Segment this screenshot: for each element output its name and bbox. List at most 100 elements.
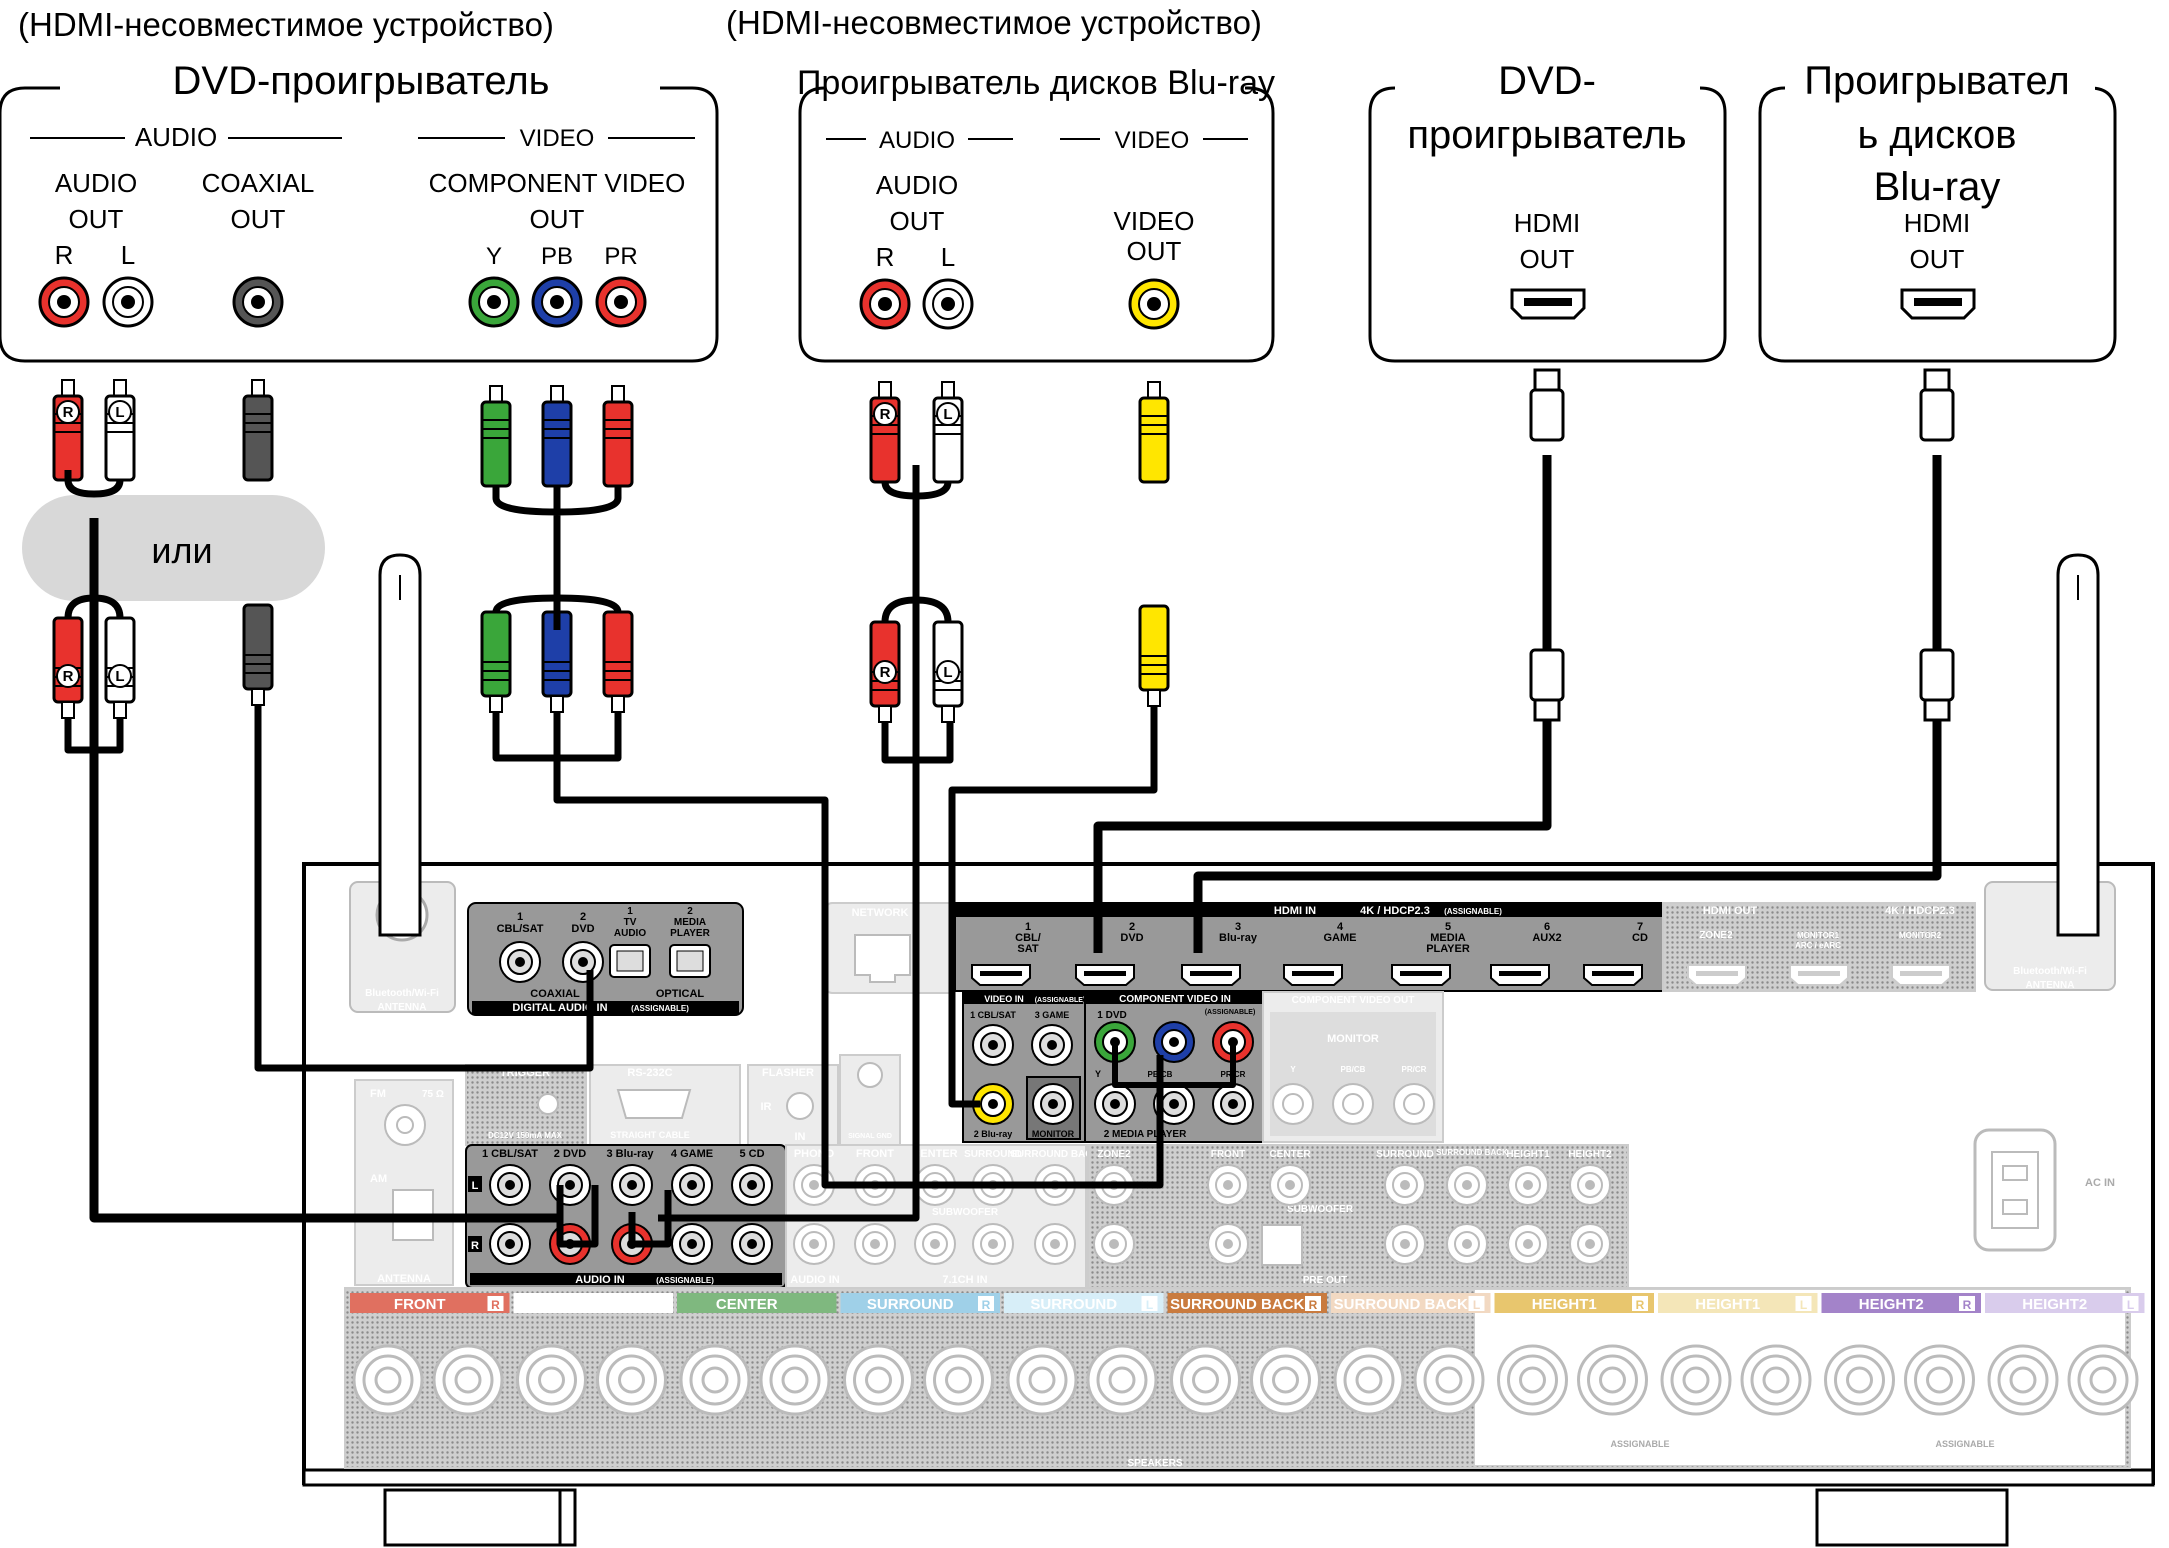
ac-in-label: AC IN: [2085, 1177, 2115, 1189]
svg-text:R: R: [982, 1298, 991, 1312]
video-in-label: VIDEO IN: [984, 994, 1024, 1004]
wifi-antenna-left: [378, 553, 422, 937]
dig-2-label: DVD: [571, 923, 594, 935]
speaker-terminal-11-minus: [2067, 1344, 2139, 1416]
svg-text:HEIGHT2: HEIGHT2: [2022, 1296, 2087, 1313]
ch71-bottom-jack-3: [914, 1223, 956, 1265]
hdmi-assignable-label: (ASSIGNABLE): [1444, 907, 1502, 916]
bluray-r-label: R: [876, 242, 895, 272]
out-y-label: Y: [1290, 1065, 1296, 1074]
svg-text:FRONT: FRONT: [394, 1296, 446, 1313]
vid-jack-1: [972, 1024, 1014, 1066]
hdmi-out-label: HDMI OUT: [1703, 905, 1758, 917]
hdmi-in-5-b: PLAYER: [1426, 943, 1470, 955]
dvd-audio-badge-r-top: R: [56, 400, 80, 424]
bluray-video-plug-bottom: [1138, 604, 1170, 707]
audio-in-r-jack-4: [671, 1223, 713, 1265]
hdmi-in-2-a: DVD: [1120, 932, 1143, 944]
audio-in-label: AUDIO IN: [575, 1274, 625, 1286]
dvd-audio-badge-l-top: L: [108, 400, 132, 424]
hdmi-in-port-2: [1075, 964, 1135, 986]
flasher-label: FLASHER: [762, 1067, 814, 1079]
hdmi-out-zone2-label: ZONE2: [1699, 930, 1733, 941]
audio-in-r-jack-5: [731, 1223, 773, 1265]
preout-top-jack-6: [1507, 1164, 1549, 1206]
svg-text:HEIGHT1: HEIGHT1: [1532, 1296, 1597, 1313]
audio-in-l-jack-1: [489, 1164, 531, 1206]
dvd-hdmi-plug-top: [1529, 368, 1565, 442]
out-pr-label: PR/CR: [1402, 1065, 1427, 1074]
svg-text:L: L: [2127, 1298, 2134, 1312]
cables: [64, 455, 1942, 1248]
hdmi-out-hdcp-label: 4K / HDCP2.3: [1885, 905, 1955, 917]
speaker-terminal-1-plus: [352, 1344, 424, 1416]
dvd-legacy-device: DVD-проигрыватель AUDIO VIDEO AUDIO OUT …: [0, 59, 719, 363]
dig-1-label: CBL/SAT: [497, 923, 544, 935]
svg-text:R: R: [1963, 1298, 1972, 1312]
hdmi-in-label: HDMI IN: [1274, 905, 1316, 917]
ch71-label: 7.1CH IN: [942, 1274, 987, 1286]
bluray-legacy-note: (HDMI-несовместимое устройство): [726, 4, 1262, 41]
svg-text:L: L: [1473, 1298, 1480, 1312]
hdmi-in-4-num: 4: [1337, 921, 1344, 933]
audio-in-assignable: (ASSIGNABLE): [656, 1276, 714, 1285]
bluray-legacy-title: Проигрыватель дисков Blu-ray: [797, 64, 1275, 102]
bluray-audio-plug-r-top: [869, 381, 901, 484]
vid-jack-monitor: [1032, 1083, 1074, 1125]
bluray-audio-split-top: [881, 481, 952, 500]
audio-in-l-jack-2: [549, 1164, 591, 1206]
receiver: Bluetooth/Wi-Fi ANTENNA Bluetooth/Wi-Fi …: [302, 862, 2155, 1547]
pre-center-label: CENTER: [1269, 1149, 1311, 1160]
dvd-legacy-note: (HDMI-несовместимое устройство): [18, 6, 554, 43]
preout-bottom-jack-4: [1446, 1223, 1488, 1265]
audio-in-l-jack-5: [731, 1164, 773, 1206]
antenna-label-left: ANTENNA: [378, 1002, 427, 1013]
preout-top-jack-3: [1269, 1164, 1311, 1206]
bluray-video-plug-top: [1138, 381, 1170, 484]
svg-text:L: L: [1800, 1298, 1807, 1312]
speaker-terminals: [352, 1344, 2139, 1416]
bluray-audio-out-label-2: OUT: [890, 206, 945, 236]
svg-text:L: L: [655, 1298, 662, 1312]
svg-text:SURROUND BACK: SURROUND BACK: [1170, 1296, 1304, 1313]
or-label: или: [151, 530, 212, 571]
comp-1-label: 1 DVD: [1097, 1010, 1126, 1021]
flasher-in-label: IN: [795, 1131, 806, 1143]
dvd-component-plug-bottom-1: [480, 610, 512, 713]
svg-text:HEIGHT1: HEIGHT1: [1695, 1296, 1760, 1313]
vid-2-label: 2 Blu-ray: [974, 1129, 1013, 1139]
dig-4-label-b: PLAYER: [670, 928, 710, 939]
bluray-audio-badge-l-bottom: L: [936, 660, 960, 684]
dvd-component-plug-top-1: [480, 385, 512, 488]
svg-text:SURROUND: SURROUND: [1030, 1296, 1117, 1313]
hdmi-in-ports: [971, 964, 1643, 986]
dvd-hdmi-device: DVD- проигрыватель HDMI OUT: [1368, 55, 1727, 363]
dvd-component-plug-top-2: [541, 385, 573, 488]
svg-text:R: R: [880, 406, 891, 423]
ch71-sback-label: SURROUND BACK: [1010, 1149, 1100, 1160]
bluray-hdmi-device: Проигрывател ь дисков Blu-ray HDMI OUT: [1758, 55, 2117, 363]
speakers-label: SPEAKERS: [1127, 1458, 1182, 1469]
svg-text:L: L: [1146, 1298, 1153, 1312]
pre-surround-label: SURROUND: [1376, 1149, 1434, 1160]
video-in-assignable: (ASSIGNABLE): [1035, 997, 1086, 1004]
dvd-pr-label: PR: [604, 243, 637, 270]
dvd-audio-badge-l-bottom: L: [108, 664, 132, 688]
hdmi-in-6-a: AUX2: [1532, 932, 1561, 944]
speaker-terminal-8-minus: [1577, 1344, 1648, 1416]
ain-3-label: 3 Blu-ray: [606, 1148, 654, 1160]
subwoofer-jack-pair: [1261, 1224, 1303, 1266]
speakers-assignable-2: ASSIGNABLE: [1935, 1439, 1994, 1449]
vid-jack-3: [1031, 1024, 1073, 1066]
dig-3-label-b: AUDIO: [614, 928, 646, 939]
svg-text:L: L: [943, 664, 952, 681]
bluray-group-video: VIDEO: [1115, 127, 1190, 154]
speaker-terminal-10-minus: [1904, 1344, 1975, 1416]
dvd-r-label: R: [55, 240, 74, 270]
vid-monitor-label: MONITOR: [1032, 1129, 1075, 1139]
fm-label: FM: [370, 1088, 386, 1100]
bluray-jack-l: [922, 278, 974, 330]
straight-cable-label: STRAIGHT CABLE: [610, 1130, 690, 1140]
comp-jack-pr2: [1212, 1083, 1254, 1125]
